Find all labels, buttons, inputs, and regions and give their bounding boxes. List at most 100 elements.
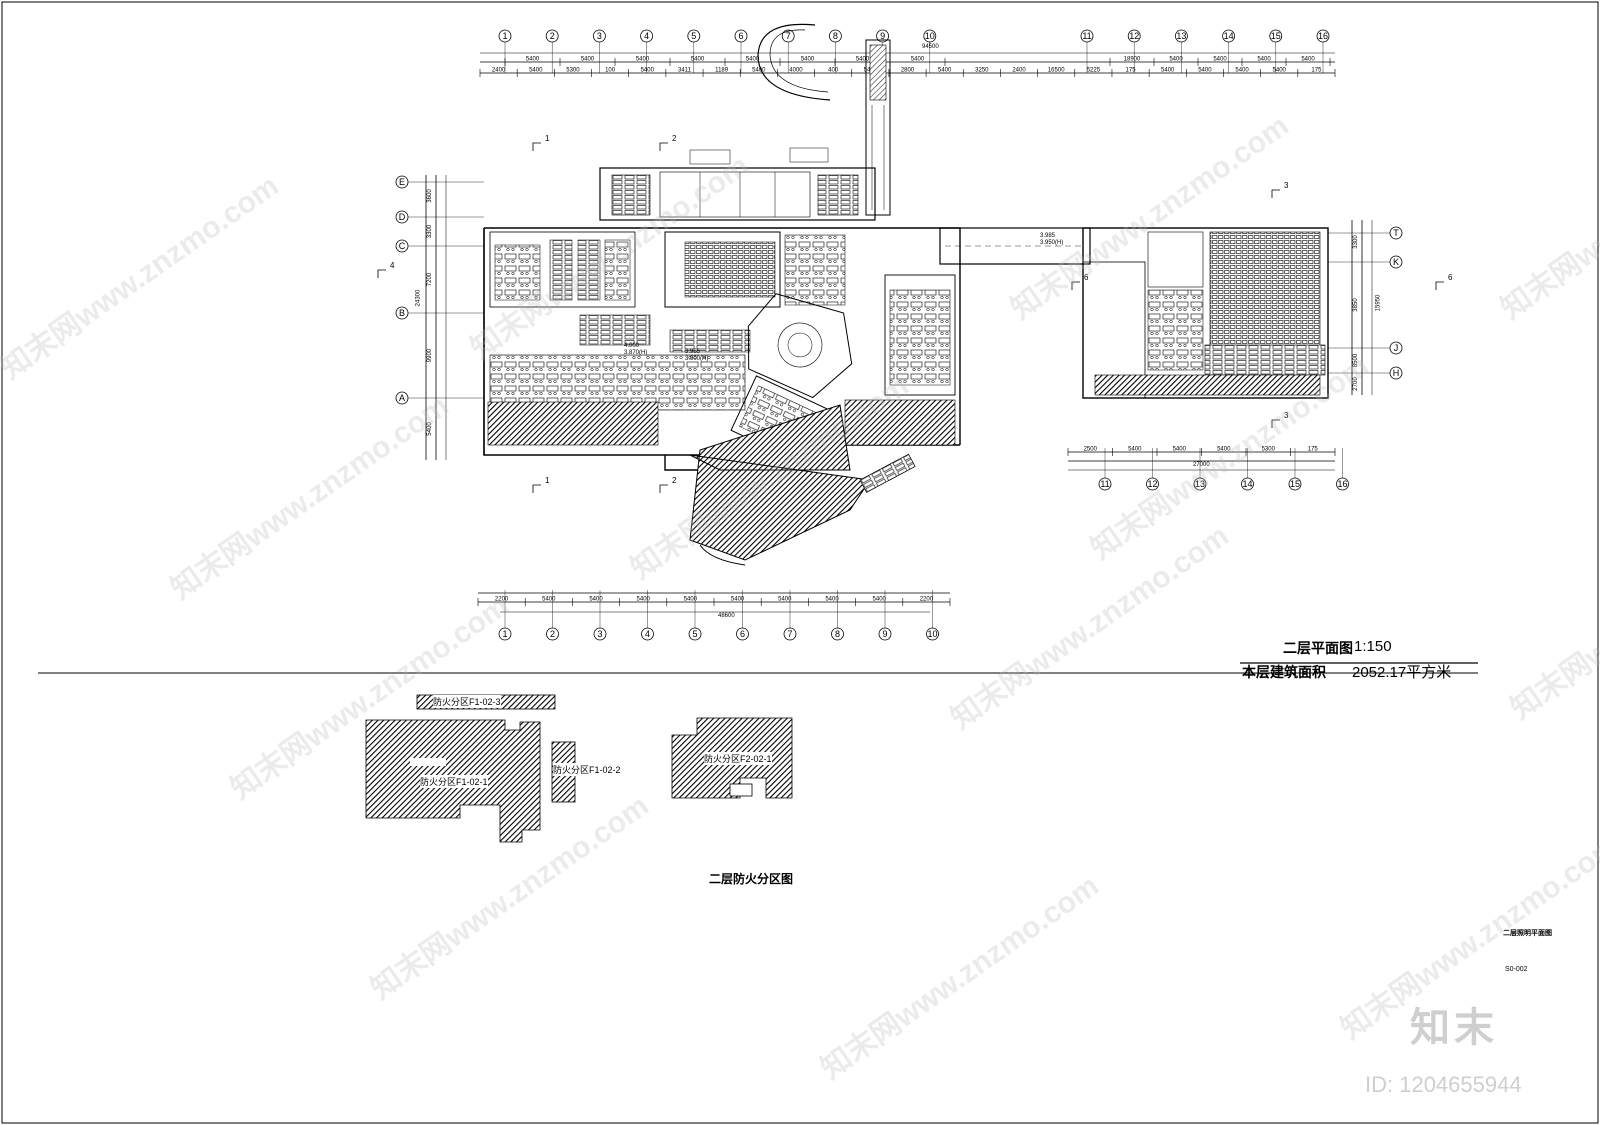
watermark-text: 知末网www.znzmo.com xyxy=(0,169,285,386)
section-mark xyxy=(1071,281,1080,290)
elevation-mark: 3.985 xyxy=(685,349,701,355)
axis-bubble: B xyxy=(395,306,409,320)
dim-label: 5400 xyxy=(911,57,925,63)
axis-label: 9 xyxy=(882,629,887,639)
dim-label: 5400 xyxy=(1301,57,1315,63)
axis-bubble: 6 xyxy=(734,29,748,43)
fire-zone-label: 防火分区F2-02-1 xyxy=(704,752,772,765)
section-mark xyxy=(532,142,541,151)
watermark-text: 知末网www.znzmo.com xyxy=(815,869,1105,1086)
plan-title: 二层平面图 xyxy=(1283,640,1353,656)
axis-label: 16 xyxy=(1318,31,1328,41)
dim-label: 3300 xyxy=(427,224,433,238)
dim-label: 5400 xyxy=(1173,447,1187,453)
dim-label: 9900 xyxy=(427,348,433,362)
dim-label: 5400 xyxy=(746,57,760,63)
dim-label: 5400 xyxy=(542,597,556,603)
axis-label: 12 xyxy=(1147,479,1157,489)
dim-label: 2400 xyxy=(1012,68,1026,74)
axis-label: H xyxy=(1393,368,1400,378)
dim-label: 2800 xyxy=(901,68,915,74)
axis-bubble: 3 xyxy=(593,29,606,43)
axis-bubble: 15 xyxy=(1269,29,1283,43)
axis-label: 6 xyxy=(740,629,745,639)
courtyard-hatch xyxy=(689,404,871,561)
dim-label: 3411 xyxy=(678,68,692,74)
axis-label: T xyxy=(1393,228,1399,238)
axis-bubble: K xyxy=(1389,255,1403,269)
axis-label: 13 xyxy=(1176,31,1186,41)
dim-label: 2500 xyxy=(1084,447,1098,453)
axis-label: 11 xyxy=(1100,479,1109,489)
dim-label: 5400 xyxy=(636,57,650,63)
dim-label: 3250 xyxy=(975,68,989,74)
dim-label: 3300 xyxy=(1353,235,1359,249)
axis-bubble: 16 xyxy=(1316,29,1330,43)
dim-label: 5300 xyxy=(1262,447,1276,453)
dim-label: 5300 xyxy=(566,68,580,74)
section-label: 3 xyxy=(1284,411,1289,420)
axis-label: 4 xyxy=(645,629,650,639)
watermark-text: 知末网www.znzmo.com xyxy=(1505,509,1600,726)
axis-label: 12 xyxy=(1129,31,1139,41)
axis-bubble: 11 xyxy=(1080,29,1094,43)
axis-label: 3 xyxy=(597,31,602,41)
left-total-dim: 24300 xyxy=(415,289,422,307)
axis-bubble: 16 xyxy=(1336,477,1349,491)
dim-label: 2200 xyxy=(495,597,509,603)
dim-label: 5400 xyxy=(589,597,603,603)
plan-scale: 1:150 xyxy=(1354,638,1392,655)
section-label: 4 xyxy=(390,261,395,270)
dim-label: 5400 xyxy=(1217,447,1231,453)
axis-bubble: 12 xyxy=(1127,29,1141,43)
axis-bubble: H xyxy=(1389,366,1403,380)
axis-label: E xyxy=(399,177,405,187)
dim-label: 5400 xyxy=(1161,68,1175,74)
dim-label: 5400 xyxy=(691,57,705,63)
axis-label: 4 xyxy=(644,31,649,41)
section-label: 1 xyxy=(545,476,550,485)
axis-bubble: 7 xyxy=(781,29,795,43)
axis-bubble: J xyxy=(1389,341,1403,355)
axis-bubble: 4 xyxy=(641,627,654,641)
axis-bubble: 7 xyxy=(783,627,797,641)
image-id-label: ID: 1204655944 xyxy=(1365,1072,1522,1097)
dim-label: 5400 xyxy=(684,597,698,603)
axis-bubble: 13 xyxy=(1193,477,1207,491)
axis-bubble: 2 xyxy=(546,627,559,641)
watermark-text: 知末网www.znzmo.com xyxy=(165,389,455,606)
section-label: 2 xyxy=(672,134,677,143)
elevation-mark: 3.870(H) xyxy=(624,350,648,356)
dim-label: 5400 xyxy=(1169,57,1183,63)
axis-label: 15 xyxy=(1290,479,1300,489)
axis-label: D xyxy=(399,212,406,222)
dim-label: 1189 xyxy=(715,68,729,74)
section-label: 6 xyxy=(1084,273,1089,282)
axis-label: 13 xyxy=(1195,479,1205,489)
watermark-text: 知末网www.znzmo.com xyxy=(945,519,1235,736)
axis-bubble: E xyxy=(395,175,409,189)
axis-label: 8 xyxy=(833,31,838,41)
elevation-mark: 3.985 xyxy=(1040,233,1056,239)
axis-label: 9 xyxy=(880,31,885,41)
axis-label: 6 xyxy=(738,31,743,41)
dim-label: 5400 xyxy=(526,57,540,63)
dim-label: 2400 xyxy=(492,68,506,74)
axis-bubble: 9 xyxy=(878,627,892,641)
axis-bubble: 14 xyxy=(1241,477,1254,491)
section-mark xyxy=(1435,281,1444,290)
dim-label: 5400 xyxy=(778,597,792,603)
axis-bubble: 10 xyxy=(923,29,937,43)
left-dimension-chain xyxy=(425,175,447,460)
axis-bubble: 5 xyxy=(688,627,702,641)
section-mark xyxy=(377,269,386,278)
axis-label: K xyxy=(1393,257,1399,267)
axis-bubble: 6 xyxy=(736,627,749,641)
elevation-mark: 3.950(H) xyxy=(1040,240,1064,246)
